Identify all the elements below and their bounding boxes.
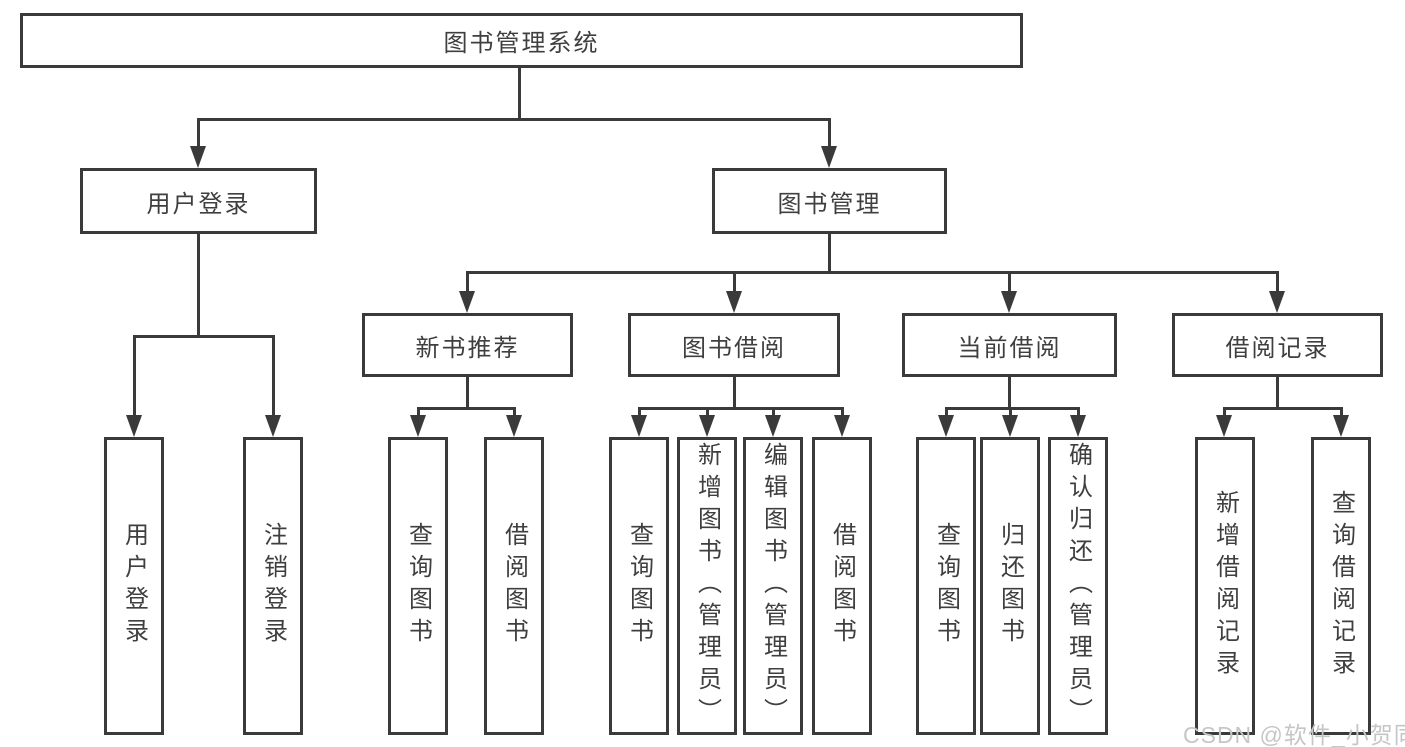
connector-line bbox=[197, 118, 200, 148]
node-book-borrowing: 图书借阅 bbox=[628, 313, 840, 377]
node-borrowing-records-label: 借阅记录 bbox=[1225, 334, 1330, 362]
connector-line bbox=[513, 407, 516, 417]
connector-line bbox=[1223, 407, 1342, 410]
leaf-user-login: 用户登录 bbox=[104, 437, 164, 735]
connector-line bbox=[466, 271, 469, 293]
connector-line bbox=[638, 407, 843, 410]
leaf-query-books-borrowing: 查询图书 bbox=[609, 437, 669, 735]
leaf-logout: 注销登录 bbox=[243, 437, 303, 735]
connector-line bbox=[1077, 407, 1080, 417]
connector-line bbox=[638, 407, 641, 417]
leaf-return-books-label: 归还图书 bbox=[996, 522, 1024, 650]
connector-line bbox=[1276, 377, 1279, 407]
leaf-borrow-books-borrowing-label: 借阅图书 bbox=[828, 522, 856, 650]
node-new-book-recommend: 新书推荐 bbox=[362, 313, 573, 377]
node-book-borrowing-label: 图书借阅 bbox=[682, 334, 786, 362]
arrowhead-down bbox=[459, 291, 475, 313]
leaf-return-books: 归还图书 bbox=[980, 437, 1040, 735]
leaf-query-books-recommend-label: 查询图书 bbox=[404, 522, 432, 650]
node-root-system-label: 图书管理系统 bbox=[443, 30, 600, 57]
connector-line bbox=[197, 118, 831, 121]
csdn-watermark: CSDN @软件_小贺同学 bbox=[1183, 722, 1405, 747]
connector-line bbox=[1008, 271, 1011, 293]
arrowhead-down bbox=[1002, 415, 1018, 437]
leaf-query-books-current: 查询图书 bbox=[916, 437, 976, 735]
leaf-query-books-recommend: 查询图书 bbox=[388, 437, 448, 735]
arrowhead-down bbox=[1001, 291, 1017, 313]
leaf-query-borrow-record: 查询借阅记录 bbox=[1311, 437, 1371, 735]
arrowhead-down bbox=[1070, 415, 1086, 437]
leaf-edit-books-admin-label: 编辑图书（管理员） bbox=[759, 442, 787, 730]
leaf-query-books-borrowing-label: 查询图书 bbox=[625, 522, 653, 650]
connector-line bbox=[417, 407, 420, 417]
leaf-add-books-admin-label: 新增图书（管理员） bbox=[693, 442, 721, 730]
leaf-add-books-admin: 新增图书（管理员） bbox=[677, 437, 737, 735]
connector-line bbox=[733, 377, 736, 407]
leaf-query-borrow-record-label: 查询借阅记录 bbox=[1327, 490, 1355, 682]
node-borrowing-records: 借阅记录 bbox=[1172, 313, 1383, 377]
arrowhead-down bbox=[938, 415, 954, 437]
arrowhead-down bbox=[265, 415, 281, 437]
connector-line bbox=[1009, 407, 1012, 417]
arrowhead-down bbox=[506, 415, 522, 437]
arrowhead-down bbox=[834, 415, 850, 437]
connector-line bbox=[1276, 271, 1279, 293]
leaf-user-login-label: 用户登录 bbox=[120, 522, 148, 650]
arrowhead-down bbox=[1333, 415, 1349, 437]
node-user-login-label: 用户登录 bbox=[146, 190, 251, 218]
node-root-system: 图书管理系统 bbox=[20, 13, 1023, 68]
connector-line bbox=[1008, 377, 1011, 407]
connector-line bbox=[828, 234, 831, 271]
node-user-login: 用户登录 bbox=[80, 168, 317, 234]
connector-line bbox=[197, 234, 200, 335]
leaf-add-borrow-record-label: 新增借阅记录 bbox=[1211, 490, 1239, 682]
leaf-confirm-return-admin-label: 确认归还（管理员） bbox=[1064, 442, 1092, 730]
connector-line bbox=[772, 407, 775, 417]
connector-line bbox=[133, 335, 275, 338]
arrowhead-down bbox=[726, 291, 742, 313]
connector-line bbox=[945, 407, 1079, 410]
arrowhead-down bbox=[410, 415, 426, 437]
leaf-edit-books-admin: 编辑图书（管理员） bbox=[743, 437, 803, 735]
connector-line bbox=[841, 407, 844, 417]
node-book-management: 图书管理 bbox=[712, 168, 947, 234]
arrowhead-down bbox=[631, 415, 647, 437]
arrowhead-down bbox=[699, 415, 715, 437]
leaf-borrow-books-borrowing: 借阅图书 bbox=[812, 437, 872, 735]
arrowhead-down bbox=[1269, 291, 1285, 313]
leaf-add-borrow-record: 新增借阅记录 bbox=[1195, 437, 1255, 735]
node-new-book-recommend-label: 新书推荐 bbox=[415, 334, 520, 362]
connector-line bbox=[466, 271, 1279, 274]
node-book-management-label: 图书管理 bbox=[777, 190, 882, 218]
connector-line bbox=[828, 118, 831, 148]
connector-line bbox=[518, 68, 521, 118]
connector-line bbox=[417, 407, 516, 410]
connector-line bbox=[706, 407, 709, 417]
arrowhead-down bbox=[126, 415, 142, 437]
node-current-borrowing: 当前借阅 bbox=[902, 313, 1117, 377]
arrowhead-down bbox=[190, 146, 206, 168]
connector-line bbox=[466, 377, 469, 407]
connector-line bbox=[733, 271, 736, 293]
connector-line bbox=[1340, 407, 1343, 417]
leaf-logout-label: 注销登录 bbox=[259, 522, 287, 650]
leaf-borrow-books-recommend-label: 借阅图书 bbox=[500, 522, 528, 650]
connector-line bbox=[272, 335, 275, 417]
connector-line bbox=[1223, 407, 1226, 417]
leaf-query-books-current-label: 查询图书 bbox=[932, 522, 960, 650]
arrowhead-down bbox=[1216, 415, 1232, 437]
leaf-confirm-return-admin: 确认归还（管理员） bbox=[1048, 437, 1108, 735]
leaf-borrow-books-recommend: 借阅图书 bbox=[484, 437, 544, 735]
connector-line bbox=[133, 335, 136, 417]
connector-line bbox=[945, 407, 948, 417]
arrowhead-down bbox=[765, 415, 781, 437]
node-current-borrowing-label: 当前借阅 bbox=[957, 334, 1062, 362]
arrowhead-down bbox=[821, 146, 837, 168]
